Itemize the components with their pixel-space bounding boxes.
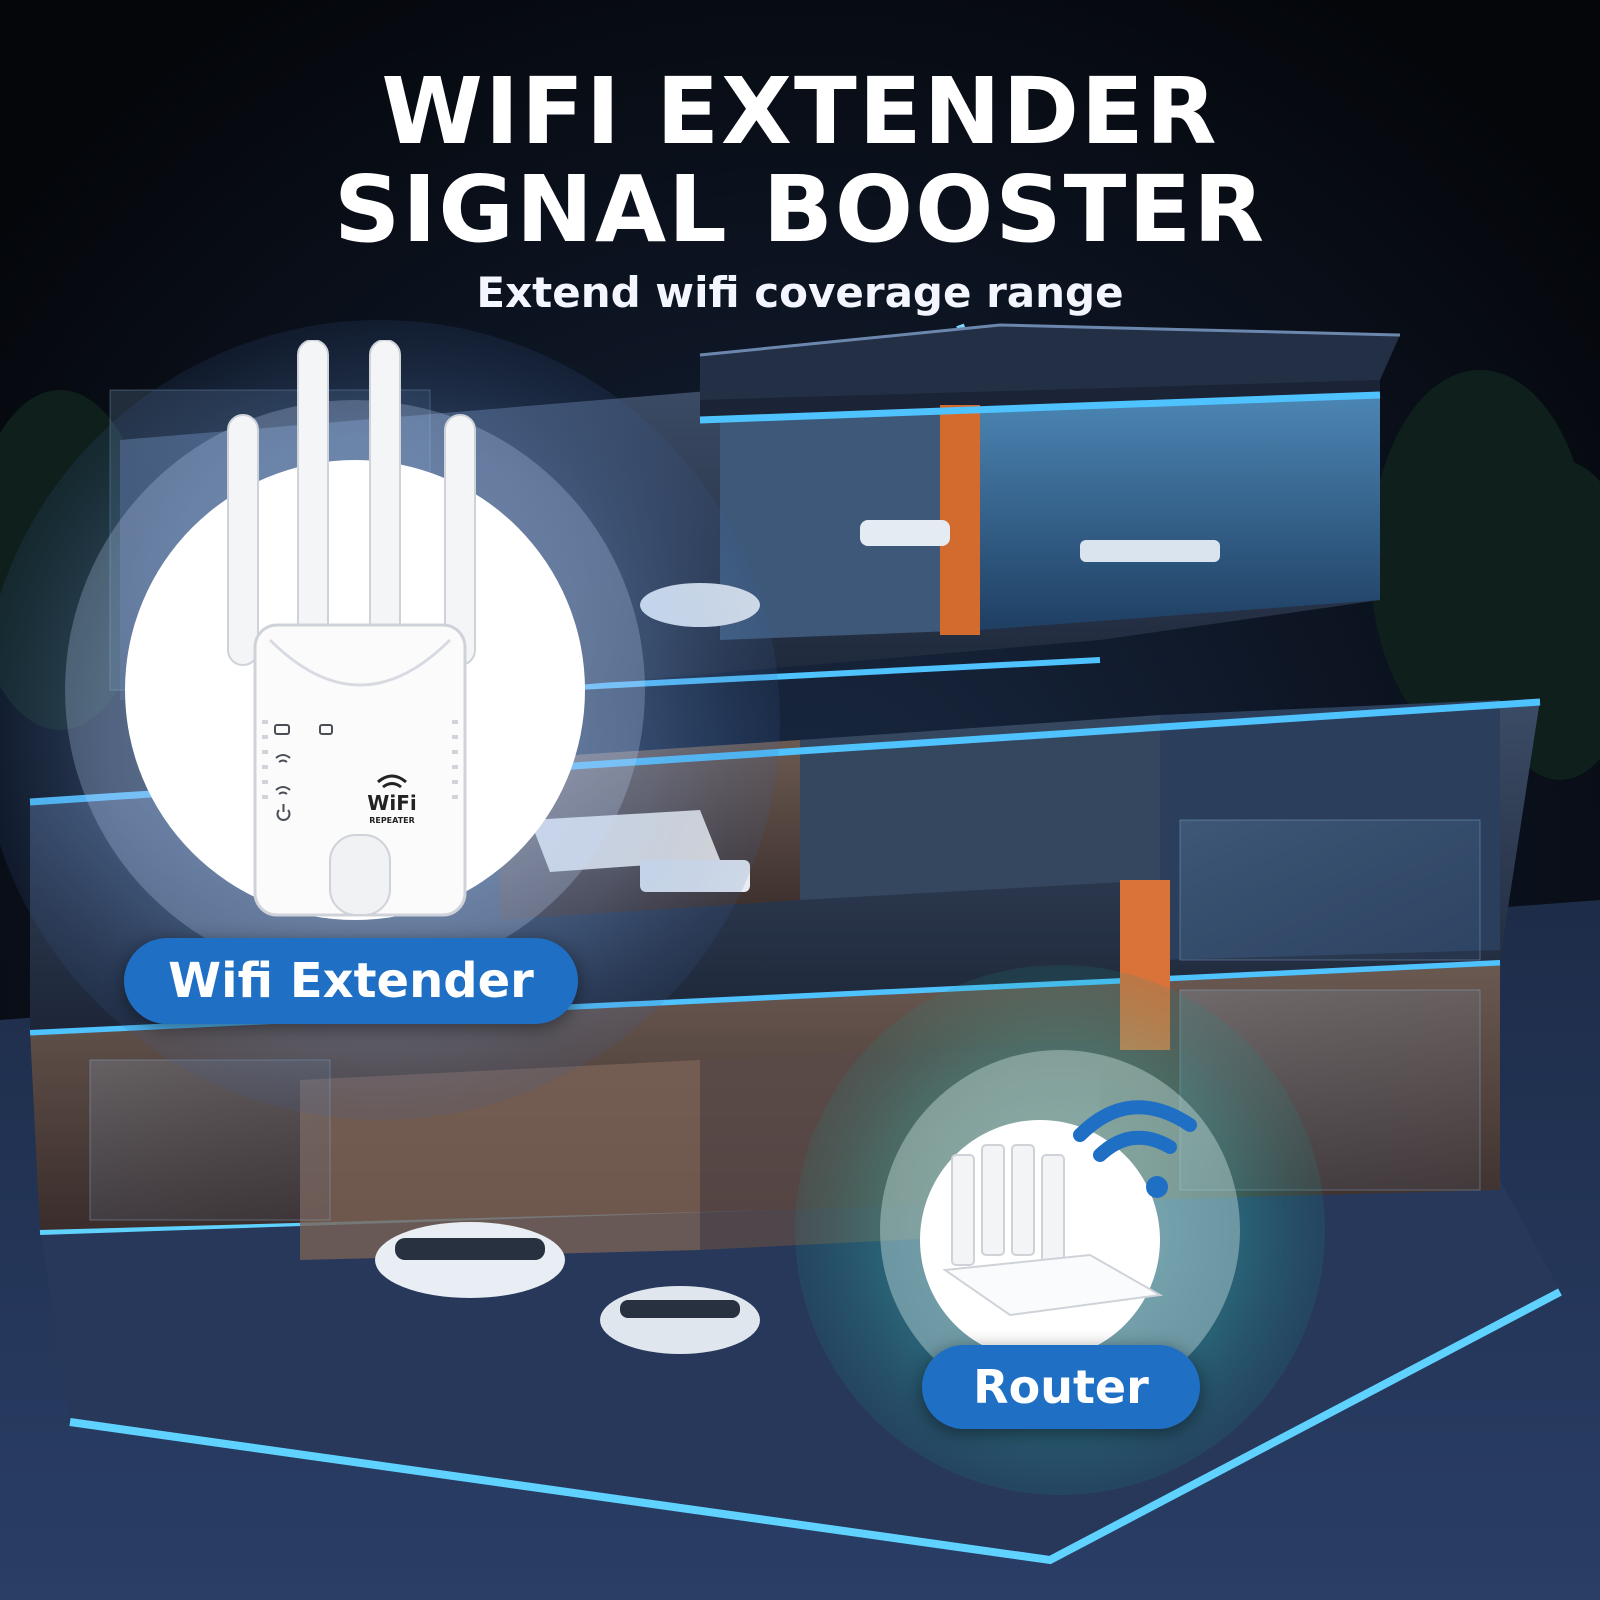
wps-icon (274, 724, 290, 735)
subtitle: Extend wifi coverage range (476, 268, 1124, 317)
wifi-logo-icon (377, 774, 407, 789)
wifi-signal-icon (275, 786, 291, 795)
headline-line-1: WIFI EXTENDER (381, 58, 1219, 165)
roof (699, 323, 1401, 400)
wifi-signal-icon (275, 754, 291, 763)
indicator-panel (274, 724, 333, 821)
router-label: Router (922, 1345, 1200, 1429)
device-logo: WiFi (367, 791, 416, 815)
power-icon (276, 804, 291, 821)
headline-line-2: SIGNAL BOOSTER (333, 156, 1267, 263)
device-sublogo: REPEATER (369, 816, 415, 825)
wifi-signal-icon (1073, 1100, 1197, 1162)
wifi-extender-label: Wifi Extender (124, 938, 578, 1024)
router-device (942, 1100, 1197, 1317)
wifi-extender-device: WiFi REPEATER (227, 340, 476, 917)
lan-icon (319, 724, 333, 735)
